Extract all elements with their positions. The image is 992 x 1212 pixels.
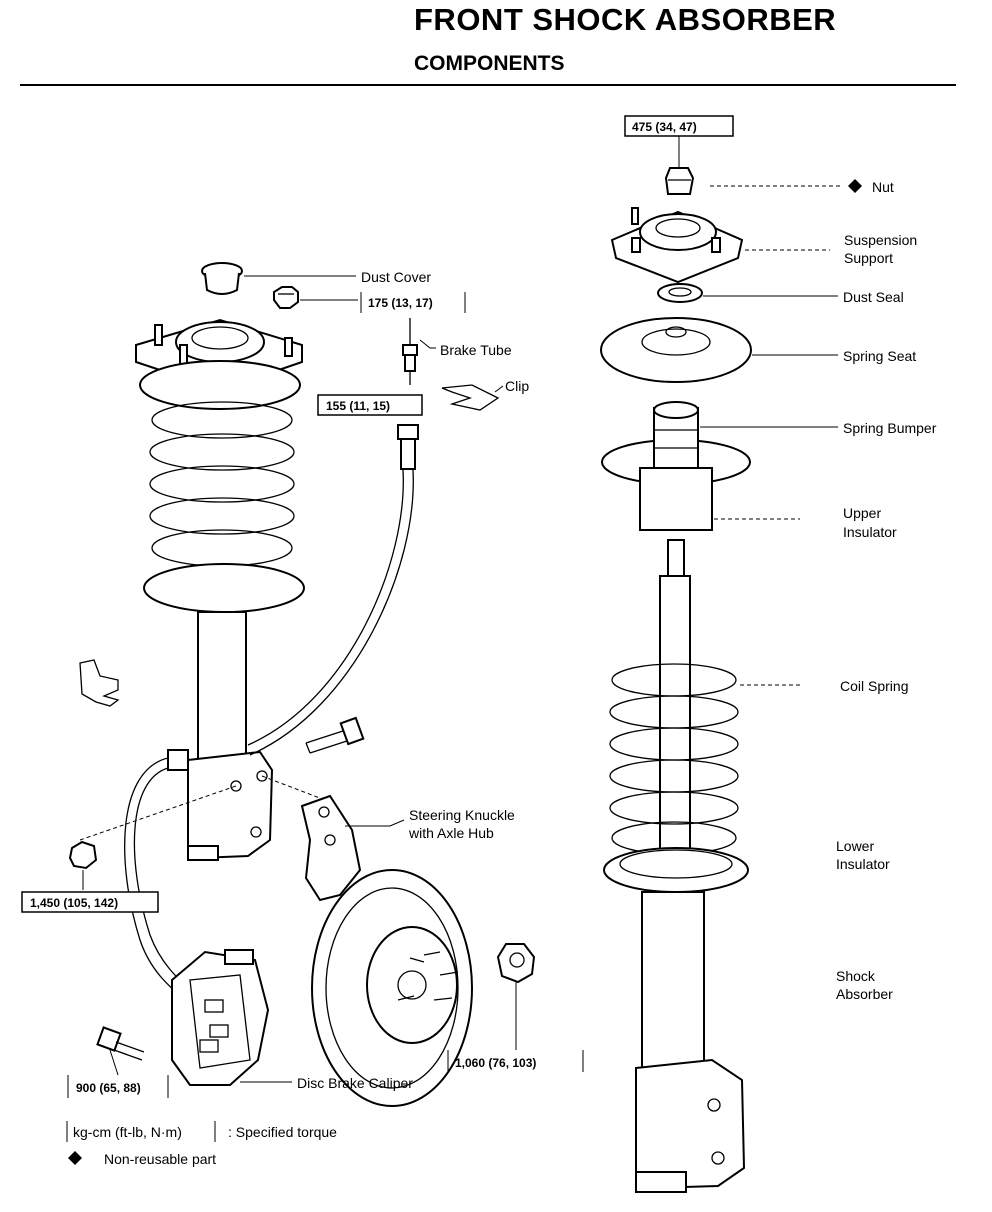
steering-knuckle-label-1: Steering Knuckle bbox=[409, 807, 515, 823]
shock-absorber-label-2: Absorber bbox=[836, 986, 893, 1002]
lower-insulator-label-1: Lower bbox=[836, 838, 874, 854]
shock-absorber-label-1: Shock bbox=[836, 968, 876, 984]
brake-tube-label: Brake Tube bbox=[440, 342, 512, 358]
nut-nonreusable-diamond bbox=[848, 179, 862, 193]
brake-caliper-part bbox=[171, 949, 270, 1086]
spring-bumper-part bbox=[601, 401, 751, 531]
title-divider bbox=[20, 84, 956, 86]
hose-clip-part bbox=[79, 659, 120, 707]
torque-1450-label: 1,450 (105, 142) bbox=[30, 896, 118, 910]
spring-seat-part bbox=[600, 317, 752, 383]
caliper-bolt-part bbox=[96, 1026, 145, 1061]
dust-seal-label: Dust Seal bbox=[843, 289, 904, 305]
dust-seal-part bbox=[657, 283, 703, 303]
page-subtitle: COMPONENTS bbox=[414, 52, 565, 75]
caliper-hose-part bbox=[124, 749, 193, 1001]
shock-absorber-part bbox=[635, 891, 746, 1193]
coil-spring-part bbox=[609, 539, 739, 867]
spring-seat-label: Spring Seat bbox=[843, 348, 916, 364]
legend-unit-box: kg-cm (ft-lb, N·m) bbox=[73, 1124, 182, 1140]
hub-nut-part bbox=[496, 943, 536, 984]
steering-knuckle-label-2: with Axle Hub bbox=[408, 825, 494, 841]
legend-nonreusable-diamond bbox=[68, 1151, 82, 1165]
dust-cover-label: Dust Cover bbox=[361, 269, 431, 285]
strut-assembly-left bbox=[135, 318, 305, 861]
disc-brake-caliper-label: Disc Brake Caliper bbox=[297, 1075, 413, 1091]
brake-hose-part bbox=[247, 424, 419, 756]
suspension-support-part bbox=[610, 207, 744, 284]
suspension-support-label-1: Suspension bbox=[844, 232, 917, 248]
torque-1060-label: 1,060 (76, 103) bbox=[455, 1056, 536, 1070]
lower-insulator-part bbox=[603, 847, 749, 893]
torque-175-label: 175 (13, 17) bbox=[368, 296, 433, 310]
clip-label: Clip bbox=[505, 378, 529, 394]
clip-part bbox=[441, 384, 500, 411]
legend-nonreusable: Non-reusable part bbox=[104, 1151, 216, 1167]
brake-disc-part bbox=[311, 869, 473, 1107]
legend-unit-desc: : Specified torque bbox=[228, 1124, 337, 1140]
brake-tube-part bbox=[402, 318, 418, 385]
torque-155-label: 155 (11, 15) bbox=[326, 399, 390, 413]
torque-900-label: 900 (65, 88) bbox=[76, 1081, 141, 1095]
upper-nut-part bbox=[273, 286, 299, 309]
suspension-support-label-2: Support bbox=[844, 250, 893, 266]
dust-cover-part bbox=[201, 262, 243, 295]
nut-label: Nut bbox=[872, 179, 894, 195]
torque-475-label: 475 (34, 47) bbox=[632, 120, 697, 134]
upper-insulator-label-2: Insulator bbox=[843, 524, 897, 540]
steering-knuckle-part bbox=[300, 794, 362, 902]
top-nut-part bbox=[664, 167, 695, 195]
knuckle-bolt-part bbox=[305, 716, 365, 754]
coil-spring-label: Coil Spring bbox=[840, 678, 908, 694]
upper-insulator-label-1: Upper bbox=[843, 505, 881, 521]
knuckle-nut-part bbox=[68, 840, 98, 870]
spring-bumper-label: Spring Bumper bbox=[843, 420, 937, 436]
page-title: FRONT SHOCK ABSORBER bbox=[414, 2, 837, 37]
lower-insulator-label-2: Insulator bbox=[836, 856, 890, 872]
